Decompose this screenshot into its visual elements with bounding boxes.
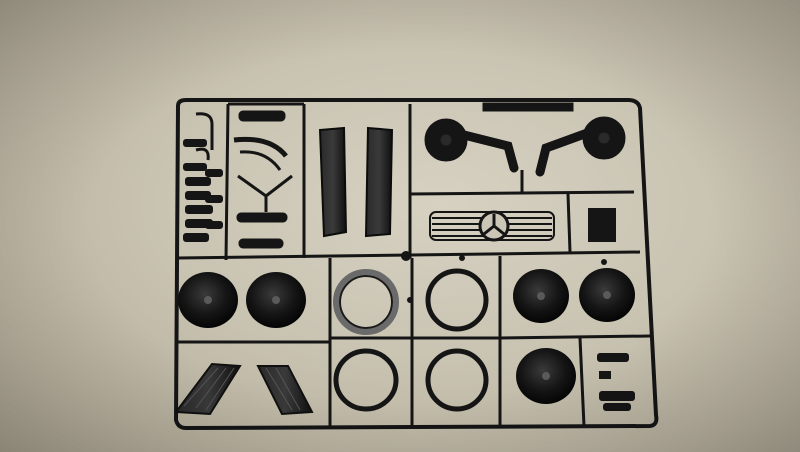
sprue-runners [177, 102, 651, 427]
arm-parts [424, 102, 626, 192]
door-panels [318, 126, 394, 238]
radiator-grille [429, 210, 555, 242]
small-parts-center-left [233, 110, 293, 249]
sprue-gates [401, 251, 607, 303]
sprue-frame [174, 98, 659, 430]
trim-panels [174, 362, 314, 416]
tire-rings [333, 268, 489, 412]
small-parts-bottom-right [597, 353, 635, 411]
small-parts-left [183, 112, 223, 242]
wheels [178, 268, 635, 404]
block-part [588, 208, 616, 242]
